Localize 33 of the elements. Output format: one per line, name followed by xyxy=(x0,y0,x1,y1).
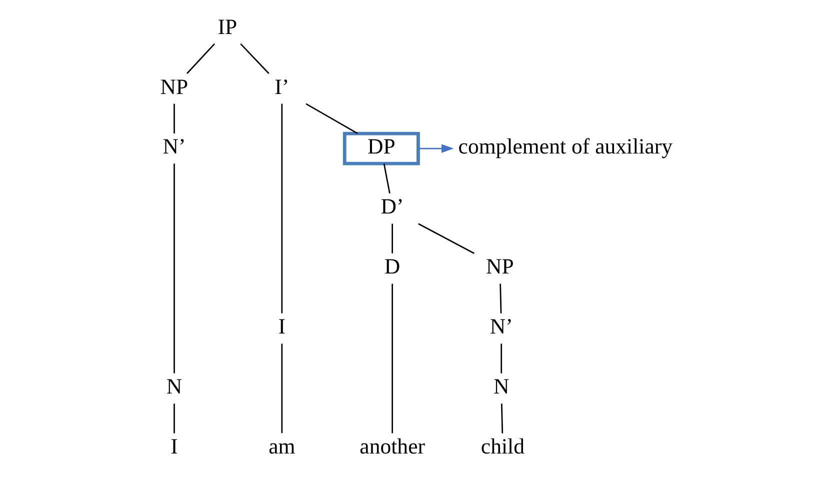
connector xyxy=(280,344,282,434)
connector xyxy=(173,104,174,134)
connector xyxy=(280,104,282,314)
node-text: NP xyxy=(486,254,514,279)
connector xyxy=(173,404,174,434)
node-text: I xyxy=(278,314,286,339)
node-text: N xyxy=(492,374,509,399)
node-text: NP xyxy=(160,74,188,99)
connector xyxy=(418,223,474,254)
node-text: am xyxy=(268,434,295,459)
connector xyxy=(186,43,215,74)
node-text: D xyxy=(384,254,400,279)
node-text: I xyxy=(170,434,178,459)
connector xyxy=(499,284,502,314)
node-text: child xyxy=(480,434,524,459)
node-text: IP xyxy=(217,14,237,39)
connector xyxy=(240,43,269,74)
node-text: N’ xyxy=(489,314,512,339)
connector xyxy=(382,164,390,194)
node-text: another xyxy=(359,434,425,459)
node-text: complement of auxiliary xyxy=(458,134,672,159)
connector xyxy=(173,164,174,374)
arrow xyxy=(418,144,454,153)
connector xyxy=(500,404,503,434)
node-box: DP xyxy=(342,132,420,166)
connector xyxy=(500,344,502,374)
connector xyxy=(391,224,392,254)
node-text: I’ xyxy=(274,74,289,99)
node-text: N’ xyxy=(162,134,186,159)
connector xyxy=(305,103,358,134)
node-text: D’ xyxy=(380,194,404,219)
node-text: N xyxy=(166,374,182,399)
connector xyxy=(391,284,392,434)
